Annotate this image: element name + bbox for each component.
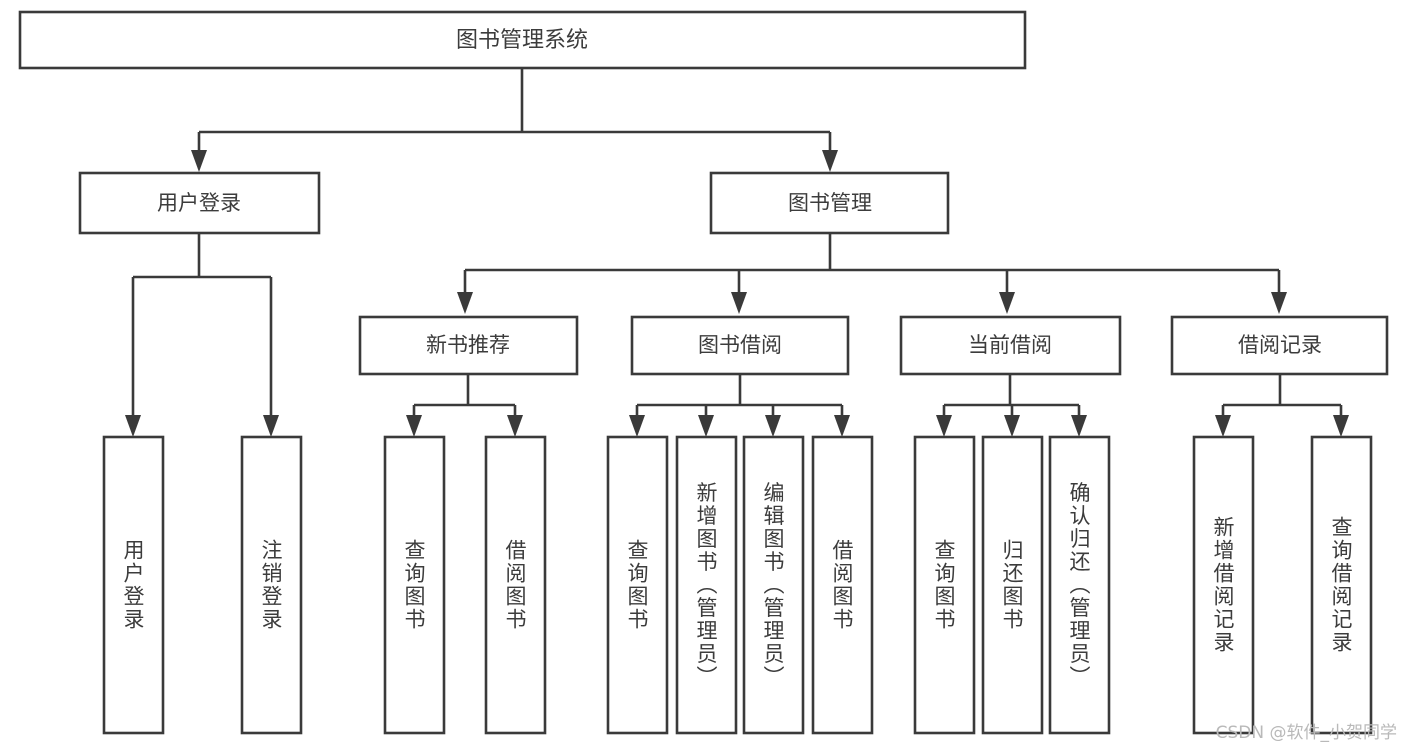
node-user-login-label: 用户登录 [157, 191, 241, 215]
leaf-user-login-login[interactable]: 用户登录 [102, 435, 165, 735]
leaf-book-borrow-add[interactable]: 新增图书（管理员） [675, 435, 738, 735]
leaf-user-login-logout[interactable]: 注销登录 [240, 435, 303, 735]
leaf-new-book-query-label: 查询图书 [402, 539, 426, 631]
node-current-borrow-label: 当前借阅 [968, 333, 1052, 357]
node-book-borrow-label: 图书借阅 [698, 333, 782, 357]
leaf-user-login-login-label: 用户登录 [121, 539, 145, 631]
csdn-watermark: CSDN @软件_小贺同学 [1215, 723, 1397, 743]
leaf-current-borrow-query-label: 查询图书 [932, 539, 956, 631]
leaf-current-borrow-confirm-label: 确认归还（管理员） [1067, 482, 1091, 689]
leaf-new-book-query[interactable]: 查询图书 [383, 435, 446, 735]
leaf-current-borrow-query[interactable]: 查询图书 [913, 435, 976, 735]
leaf-new-book-borrow[interactable]: 借阅图书 [484, 435, 547, 735]
leaf-book-borrow-query-label: 查询图书 [625, 539, 649, 631]
leaf-borrow-record-query[interactable]: 查询借阅记录 [1310, 435, 1373, 735]
connector-group-borrow-record [1215, 374, 1349, 437]
node-new-book-recommend-label: 新书推荐 [426, 333, 510, 357]
leaf-book-borrow-query[interactable]: 查询图书 [606, 435, 669, 735]
node-book-borrow[interactable]: 图书借阅 [630, 315, 850, 376]
node-current-borrow[interactable]: 当前借阅 [899, 315, 1122, 376]
leaf-borrow-record-query-label: 查询借阅记录 [1329, 516, 1353, 654]
connector-group-user-login [125, 233, 279, 437]
leaf-new-book-borrow-label: 借阅图书 [503, 539, 527, 631]
leaf-current-borrow-confirm[interactable]: 确认归还（管理员） [1048, 435, 1111, 735]
leaf-current-borrow-return-label: 归还图书 [1000, 539, 1024, 631]
node-root[interactable]: 图书管理系统 [18, 10, 1027, 70]
node-new-book-recommend[interactable]: 新书推荐 [358, 315, 579, 376]
leaf-current-borrow-return[interactable]: 归还图书 [981, 435, 1044, 735]
leaf-book-borrow-edit[interactable]: 编辑图书（管理员） [742, 435, 805, 735]
leaf-borrow-record-add[interactable]: 新增借阅记录 [1192, 435, 1255, 735]
connector-group-book-borrow [629, 374, 850, 437]
connector-group-root [191, 68, 838, 172]
node-user-login[interactable]: 用户登录 [78, 171, 321, 235]
node-book-management[interactable]: 图书管理 [709, 171, 950, 235]
connector-group-new-book [406, 374, 523, 437]
connector-group-book-manage [457, 233, 1287, 314]
leaf-book-borrow-edit-label: 编辑图书（管理员） [761, 482, 785, 689]
node-book-management-label: 图书管理 [788, 191, 872, 215]
leaf-borrow-record-add-label: 新增借阅记录 [1211, 516, 1235, 654]
leaf-book-borrow-add-label: 新增图书（管理员） [694, 482, 718, 689]
node-root-label: 图书管理系统 [456, 28, 588, 53]
leaf-book-borrow-borrow-label: 借阅图书 [830, 539, 854, 631]
connector-group-current-borrow [936, 374, 1087, 437]
node-borrow-record[interactable]: 借阅记录 [1170, 315, 1389, 376]
node-borrow-record-label: 借阅记录 [1238, 333, 1322, 357]
leaf-book-borrow-borrow[interactable]: 借阅图书 [811, 435, 874, 735]
leaf-user-login-logout-label: 注销登录 [259, 539, 283, 631]
